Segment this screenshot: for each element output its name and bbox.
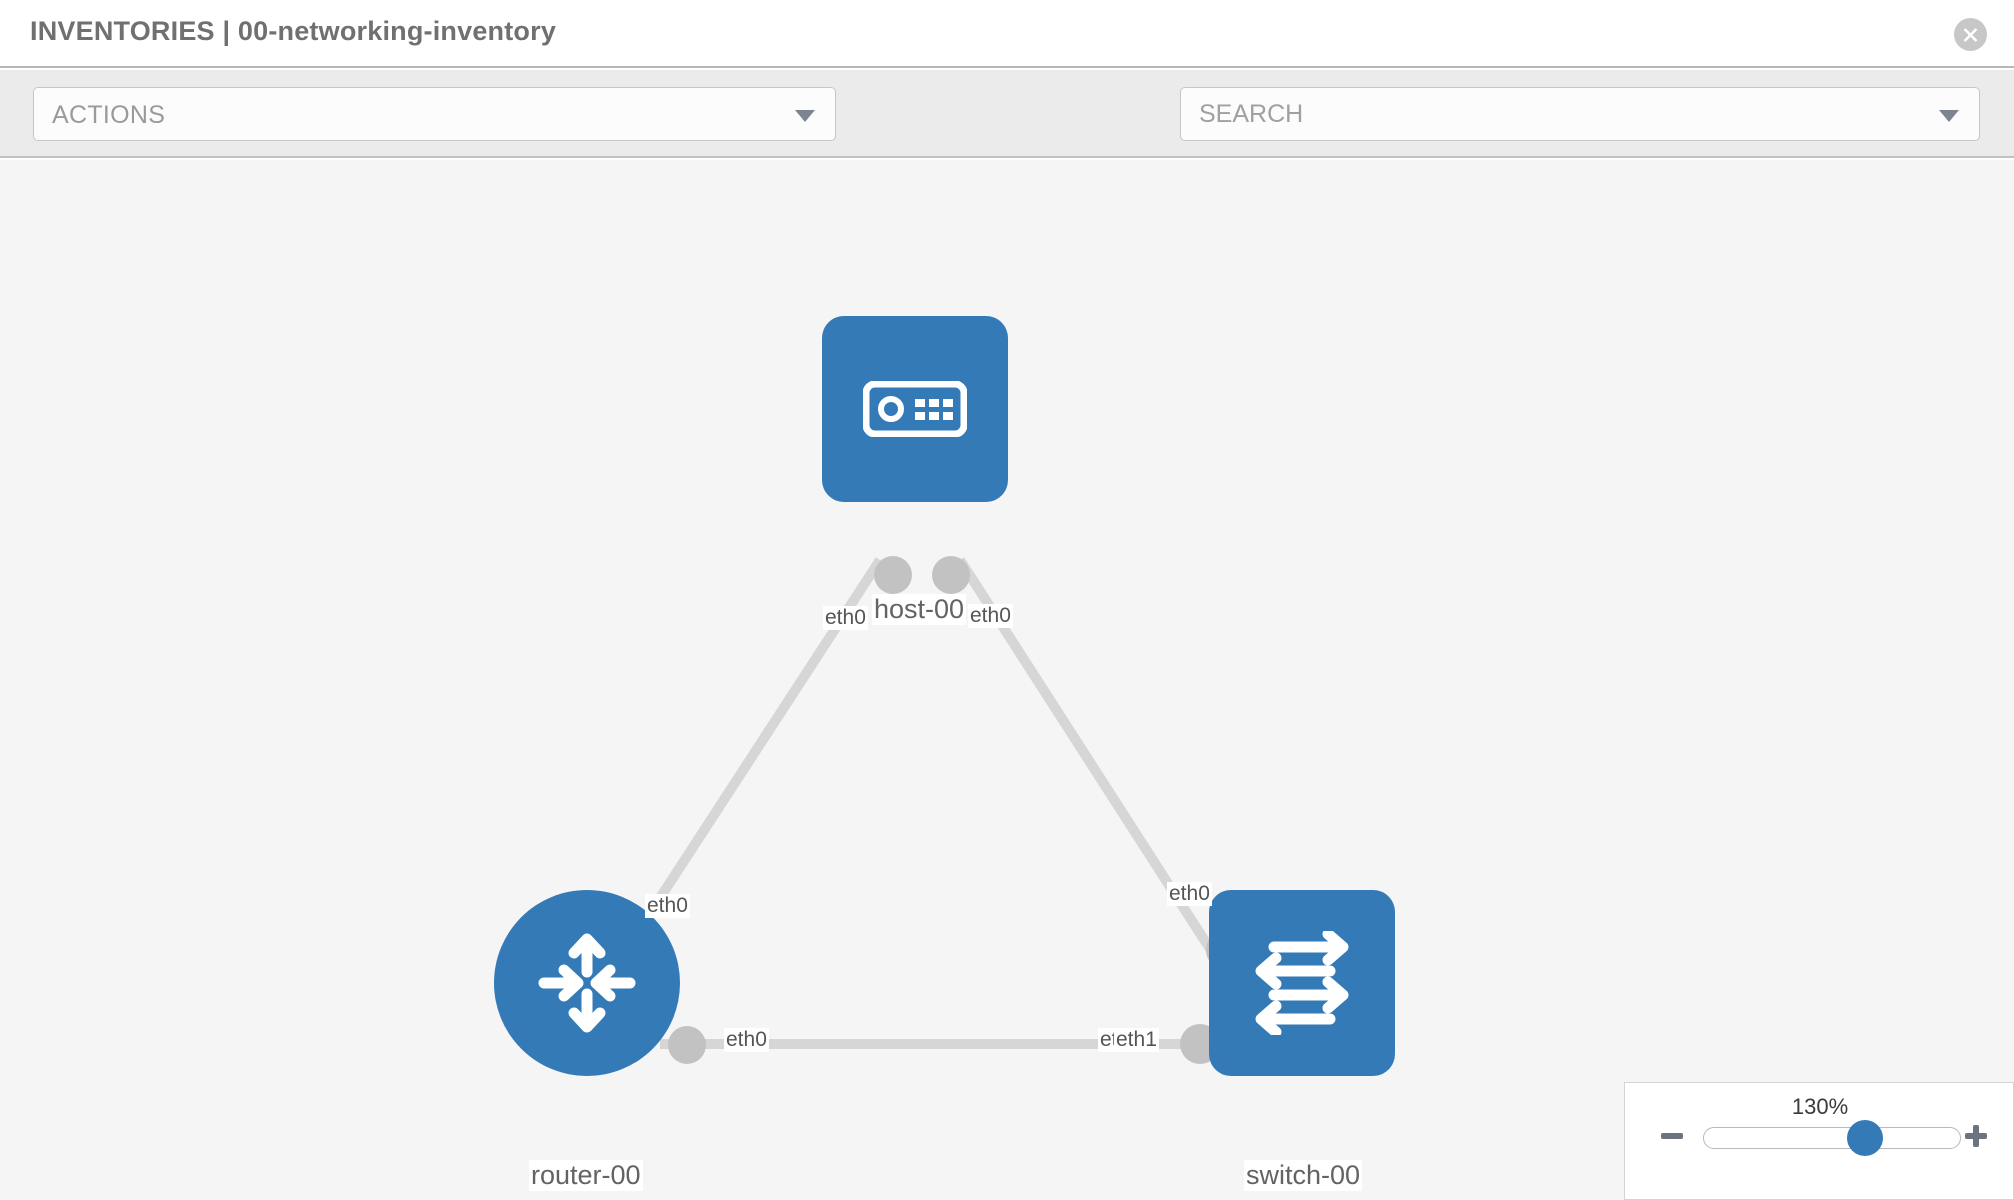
zoom-level-label: 130%	[1791, 1094, 1849, 1119]
server-appliance-icon	[863, 381, 967, 437]
port-host-left[interactable]	[874, 556, 912, 594]
topology-canvas[interactable]: host-00	[0, 160, 2014, 1200]
actions-dropdown-label: ACTIONS	[52, 101, 166, 129]
chevron-down-icon	[795, 110, 815, 122]
node-host-00-shape[interactable]	[822, 316, 1008, 502]
close-icon	[1960, 24, 1981, 45]
router-four-arrows-icon	[532, 928, 642, 1038]
search-input[interactable]	[1199, 88, 1899, 140]
page-title: INVENTORIES | 00-networking-inventory	[30, 16, 557, 46]
chevron-down-icon[interactable]	[1939, 110, 1959, 122]
page-header: INVENTORIES | 00-networking-inventory	[0, 0, 2014, 68]
switch-arrows-icon	[1246, 931, 1358, 1035]
zoom-slider-track[interactable]	[1703, 1120, 1961, 1156]
zoom-out-button[interactable]	[1657, 1123, 1687, 1153]
node-host-00[interactable]	[822, 316, 1008, 502]
port-router-right[interactable]	[668, 1026, 706, 1064]
zoom-slider-thumb[interactable]	[1847, 1120, 1884, 1156]
toolbar: ACTIONS	[0, 70, 2014, 198]
plus-icon	[1963, 1123, 1989, 1154]
node-switch-00-shape[interactable]	[1209, 890, 1395, 1076]
zoom-in-button[interactable]	[1961, 1123, 1991, 1153]
actions-dropdown[interactable]: ACTIONS	[33, 87, 836, 141]
node-router-00[interactable]	[494, 890, 680, 1076]
node-switch-00[interactable]	[1209, 890, 1395, 1076]
port-host-right[interactable]	[932, 556, 970, 594]
minus-icon	[1659, 1123, 1685, 1154]
zoom-panel: 130%	[1624, 1082, 2014, 1200]
search-box[interactable]	[1180, 87, 1980, 141]
node-router-00-shape[interactable]	[494, 890, 680, 1076]
close-button[interactable]	[1954, 18, 1987, 51]
